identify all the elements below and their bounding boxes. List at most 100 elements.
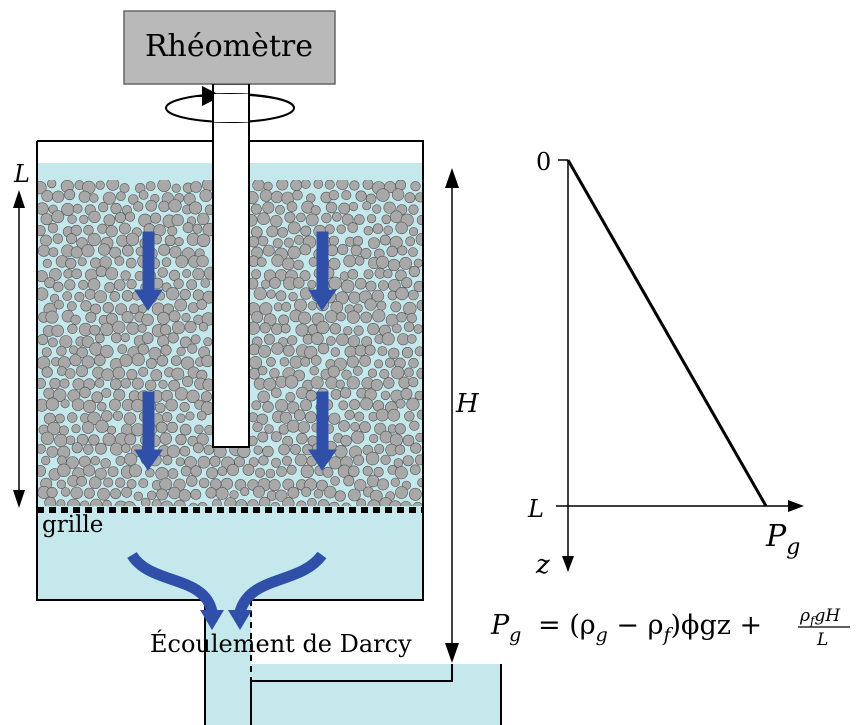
grain xyxy=(337,244,349,256)
grain xyxy=(408,247,418,257)
grain xyxy=(391,323,402,334)
grain xyxy=(277,227,289,238)
grain xyxy=(409,227,419,237)
grain xyxy=(107,466,119,477)
grain xyxy=(402,455,414,467)
grain xyxy=(266,225,279,238)
grain xyxy=(281,301,292,312)
grain xyxy=(81,244,95,258)
grain xyxy=(156,421,168,434)
grain xyxy=(286,419,300,433)
grain xyxy=(353,303,363,313)
grain xyxy=(349,399,360,410)
grain xyxy=(78,279,89,290)
grain xyxy=(376,188,390,202)
grain xyxy=(119,222,131,235)
grain xyxy=(380,454,391,465)
grain xyxy=(83,464,96,477)
grain xyxy=(371,289,385,303)
grain xyxy=(379,368,390,379)
grain xyxy=(150,212,162,224)
grain xyxy=(168,486,181,500)
grain xyxy=(293,234,304,245)
grain xyxy=(290,443,301,455)
grain xyxy=(100,344,114,359)
grain xyxy=(415,192,423,203)
grain xyxy=(270,387,282,399)
grain xyxy=(263,181,273,191)
grain xyxy=(343,254,356,268)
grain xyxy=(56,479,67,489)
grain xyxy=(194,424,204,434)
grain xyxy=(262,201,275,214)
grain xyxy=(362,201,372,211)
grain xyxy=(259,322,271,334)
grain xyxy=(46,486,58,498)
grain xyxy=(40,213,53,226)
grain xyxy=(119,354,133,367)
grain xyxy=(383,201,396,214)
grain xyxy=(301,180,311,189)
label-grille: grille xyxy=(42,512,103,538)
grain xyxy=(70,486,83,500)
grain xyxy=(354,411,365,422)
grain xyxy=(365,280,377,292)
grain xyxy=(413,324,423,334)
grain xyxy=(373,466,384,478)
grain xyxy=(299,243,312,256)
grain xyxy=(41,455,51,466)
grain xyxy=(248,343,260,356)
grain xyxy=(262,401,274,413)
grain xyxy=(51,324,64,337)
grain xyxy=(157,267,168,278)
grain xyxy=(338,202,351,215)
grain xyxy=(175,433,187,446)
grain xyxy=(89,193,99,203)
grain xyxy=(325,376,339,390)
grain xyxy=(110,442,123,456)
grain xyxy=(356,498,367,506)
grain xyxy=(91,391,103,404)
grain xyxy=(198,477,210,489)
grain xyxy=(97,401,107,412)
grain xyxy=(110,202,122,215)
grain xyxy=(38,225,46,237)
grain xyxy=(354,277,367,290)
grain xyxy=(38,465,46,477)
label-L-container: L xyxy=(13,160,30,188)
grain xyxy=(100,322,114,336)
grain xyxy=(408,487,422,501)
grain xyxy=(166,287,180,301)
grain xyxy=(263,377,277,391)
grain xyxy=(390,301,402,313)
grain xyxy=(347,268,359,280)
grain xyxy=(276,180,289,191)
grain xyxy=(100,458,111,469)
grain xyxy=(326,336,336,346)
grain xyxy=(283,237,294,248)
grain xyxy=(376,300,387,311)
grain xyxy=(394,423,406,435)
grain xyxy=(64,279,76,291)
grain xyxy=(268,479,281,492)
grain xyxy=(173,499,186,506)
grain xyxy=(190,181,202,193)
grain xyxy=(42,258,52,269)
grain xyxy=(369,433,379,444)
rheometer-label: Rhéomètre xyxy=(145,29,313,64)
grain xyxy=(70,314,81,325)
grain xyxy=(95,442,107,455)
grain xyxy=(200,278,211,288)
grain xyxy=(316,320,330,335)
grain xyxy=(44,496,57,506)
grain xyxy=(410,442,422,454)
grain xyxy=(271,254,284,267)
grain xyxy=(383,225,393,235)
grain xyxy=(76,365,89,378)
grain xyxy=(125,232,140,246)
grain xyxy=(41,366,53,378)
grain xyxy=(257,431,269,443)
grain xyxy=(156,488,168,501)
grain xyxy=(66,301,77,312)
grain xyxy=(300,225,312,237)
